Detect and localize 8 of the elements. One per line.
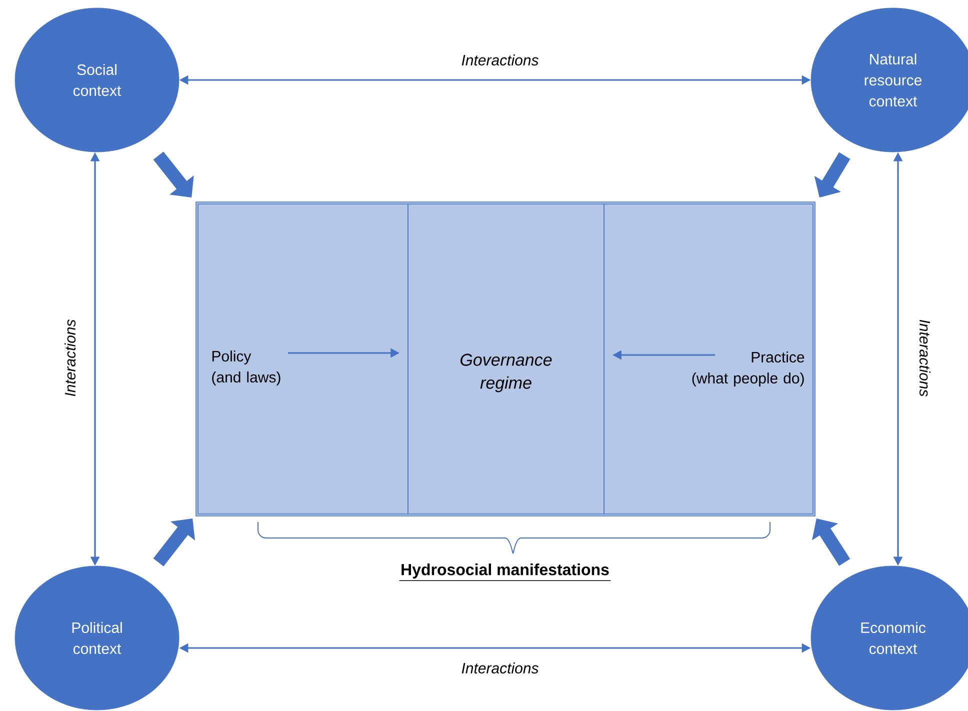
panel: Governance regime (408, 204, 604, 514)
panel: Policy (and laws) (198, 204, 408, 514)
panel: Practice (what people do) (604, 204, 814, 514)
edge-label: Interactions (459, 660, 541, 676)
edge-label: Interactions (62, 317, 78, 399)
section-heading: Hydrosocial manifestations (402, 564, 609, 578)
edge-label: Interactions (918, 317, 933, 399)
edge-label: Interactions (459, 52, 541, 68)
